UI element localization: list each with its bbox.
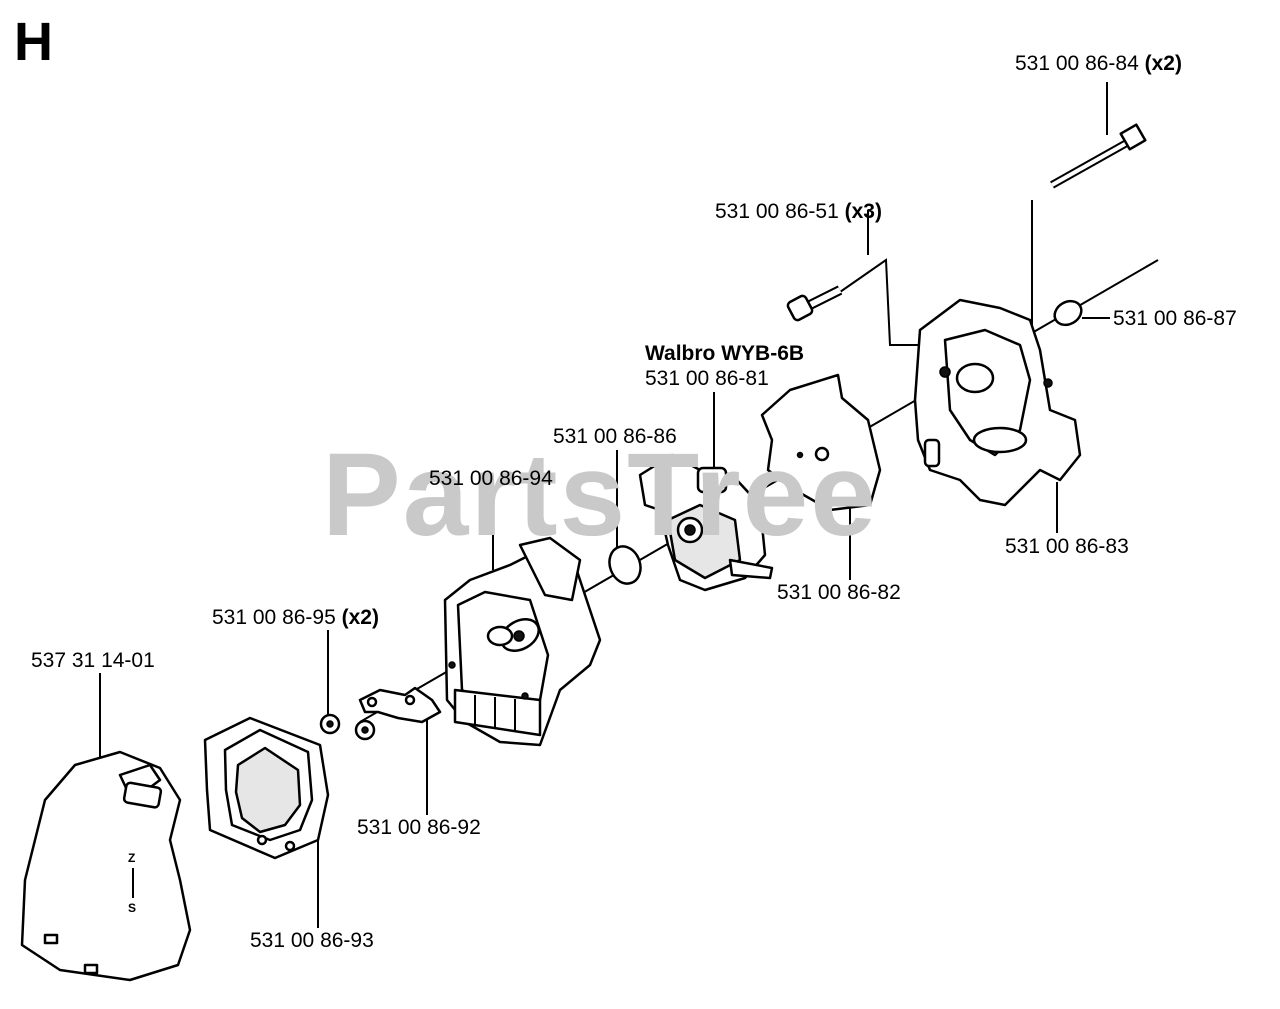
part-number: 537 31 14-01: [31, 649, 155, 672]
part-number: 531 00 86-86: [553, 425, 677, 448]
part-number: 531 00 86-94: [429, 467, 553, 490]
carburetor-part: [638, 453, 774, 592]
part-number: 531 00 86-84: [1015, 52, 1139, 75]
part-label-filter-holder[interactable]: 531 00 86-94: [429, 467, 553, 491]
filter-holder-part: [443, 536, 602, 747]
part-label-gasket[interactable]: 531 00 86-82: [777, 581, 901, 605]
long-bolt-part: [1050, 123, 1147, 189]
part-label-bracket[interactable]: 531 00 86-92: [357, 816, 481, 840]
part-label-cover[interactable]: 537 31 14-01: [31, 649, 155, 673]
part-number: 531 00 86-51: [715, 200, 839, 223]
part-label-screw[interactable]: 531 00 86-51 (x3): [715, 200, 882, 224]
gasket-part: [760, 373, 882, 512]
air-filter-part: [203, 716, 330, 860]
bracket-part: [358, 686, 442, 724]
svg-text:Z: Z: [128, 851, 135, 865]
carb-brand-name: Walbro WYB-6B: [645, 342, 805, 365]
part-label-oring-small[interactable]: 531 00 86-87: [1113, 307, 1237, 331]
part-label-oring[interactable]: 531 00 86-86: [553, 425, 677, 449]
nut-parts: [319, 713, 376, 741]
part-label-bolt-long[interactable]: 531 00 86-84 (x2): [1015, 52, 1182, 76]
part-number: 531 00 86-93: [250, 929, 374, 952]
part-number: 531 00 86-81: [645, 367, 769, 390]
part-label-filter[interactable]: 531 00 86-93: [250, 929, 374, 953]
part-number: 531 00 86-82: [777, 581, 901, 604]
small-oring-part: [1053, 299, 1083, 327]
part-qty: (x2): [1144, 52, 1182, 75]
part-label-carburetor[interactable]: 531 00 86-81: [645, 367, 769, 391]
part-qty: (x2): [341, 606, 379, 629]
screw-part: [786, 285, 843, 322]
watermark-text: PartsTree: [322, 429, 878, 561]
part-number: 531 00 86-83: [1005, 535, 1129, 558]
svg-text:S: S: [128, 901, 136, 915]
part-label-carb-brand: Walbro WYB-6B: [645, 342, 804, 366]
oring-part: [608, 545, 642, 585]
section-letter: H: [14, 12, 53, 72]
part-number: 531 00 86-92: [357, 816, 481, 839]
part-label-intake-adapter[interactable]: 531 00 86-83: [1005, 535, 1129, 559]
part-number: 531 00 86-95: [212, 606, 336, 629]
intake-adapter-part: [913, 298, 1082, 507]
part-qty: (x3): [844, 200, 882, 223]
cover-part: Z S: [20, 750, 192, 982]
part-number: 531 00 86-87: [1113, 307, 1237, 330]
part-label-nut[interactable]: 531 00 86-95 (x2): [212, 606, 379, 630]
